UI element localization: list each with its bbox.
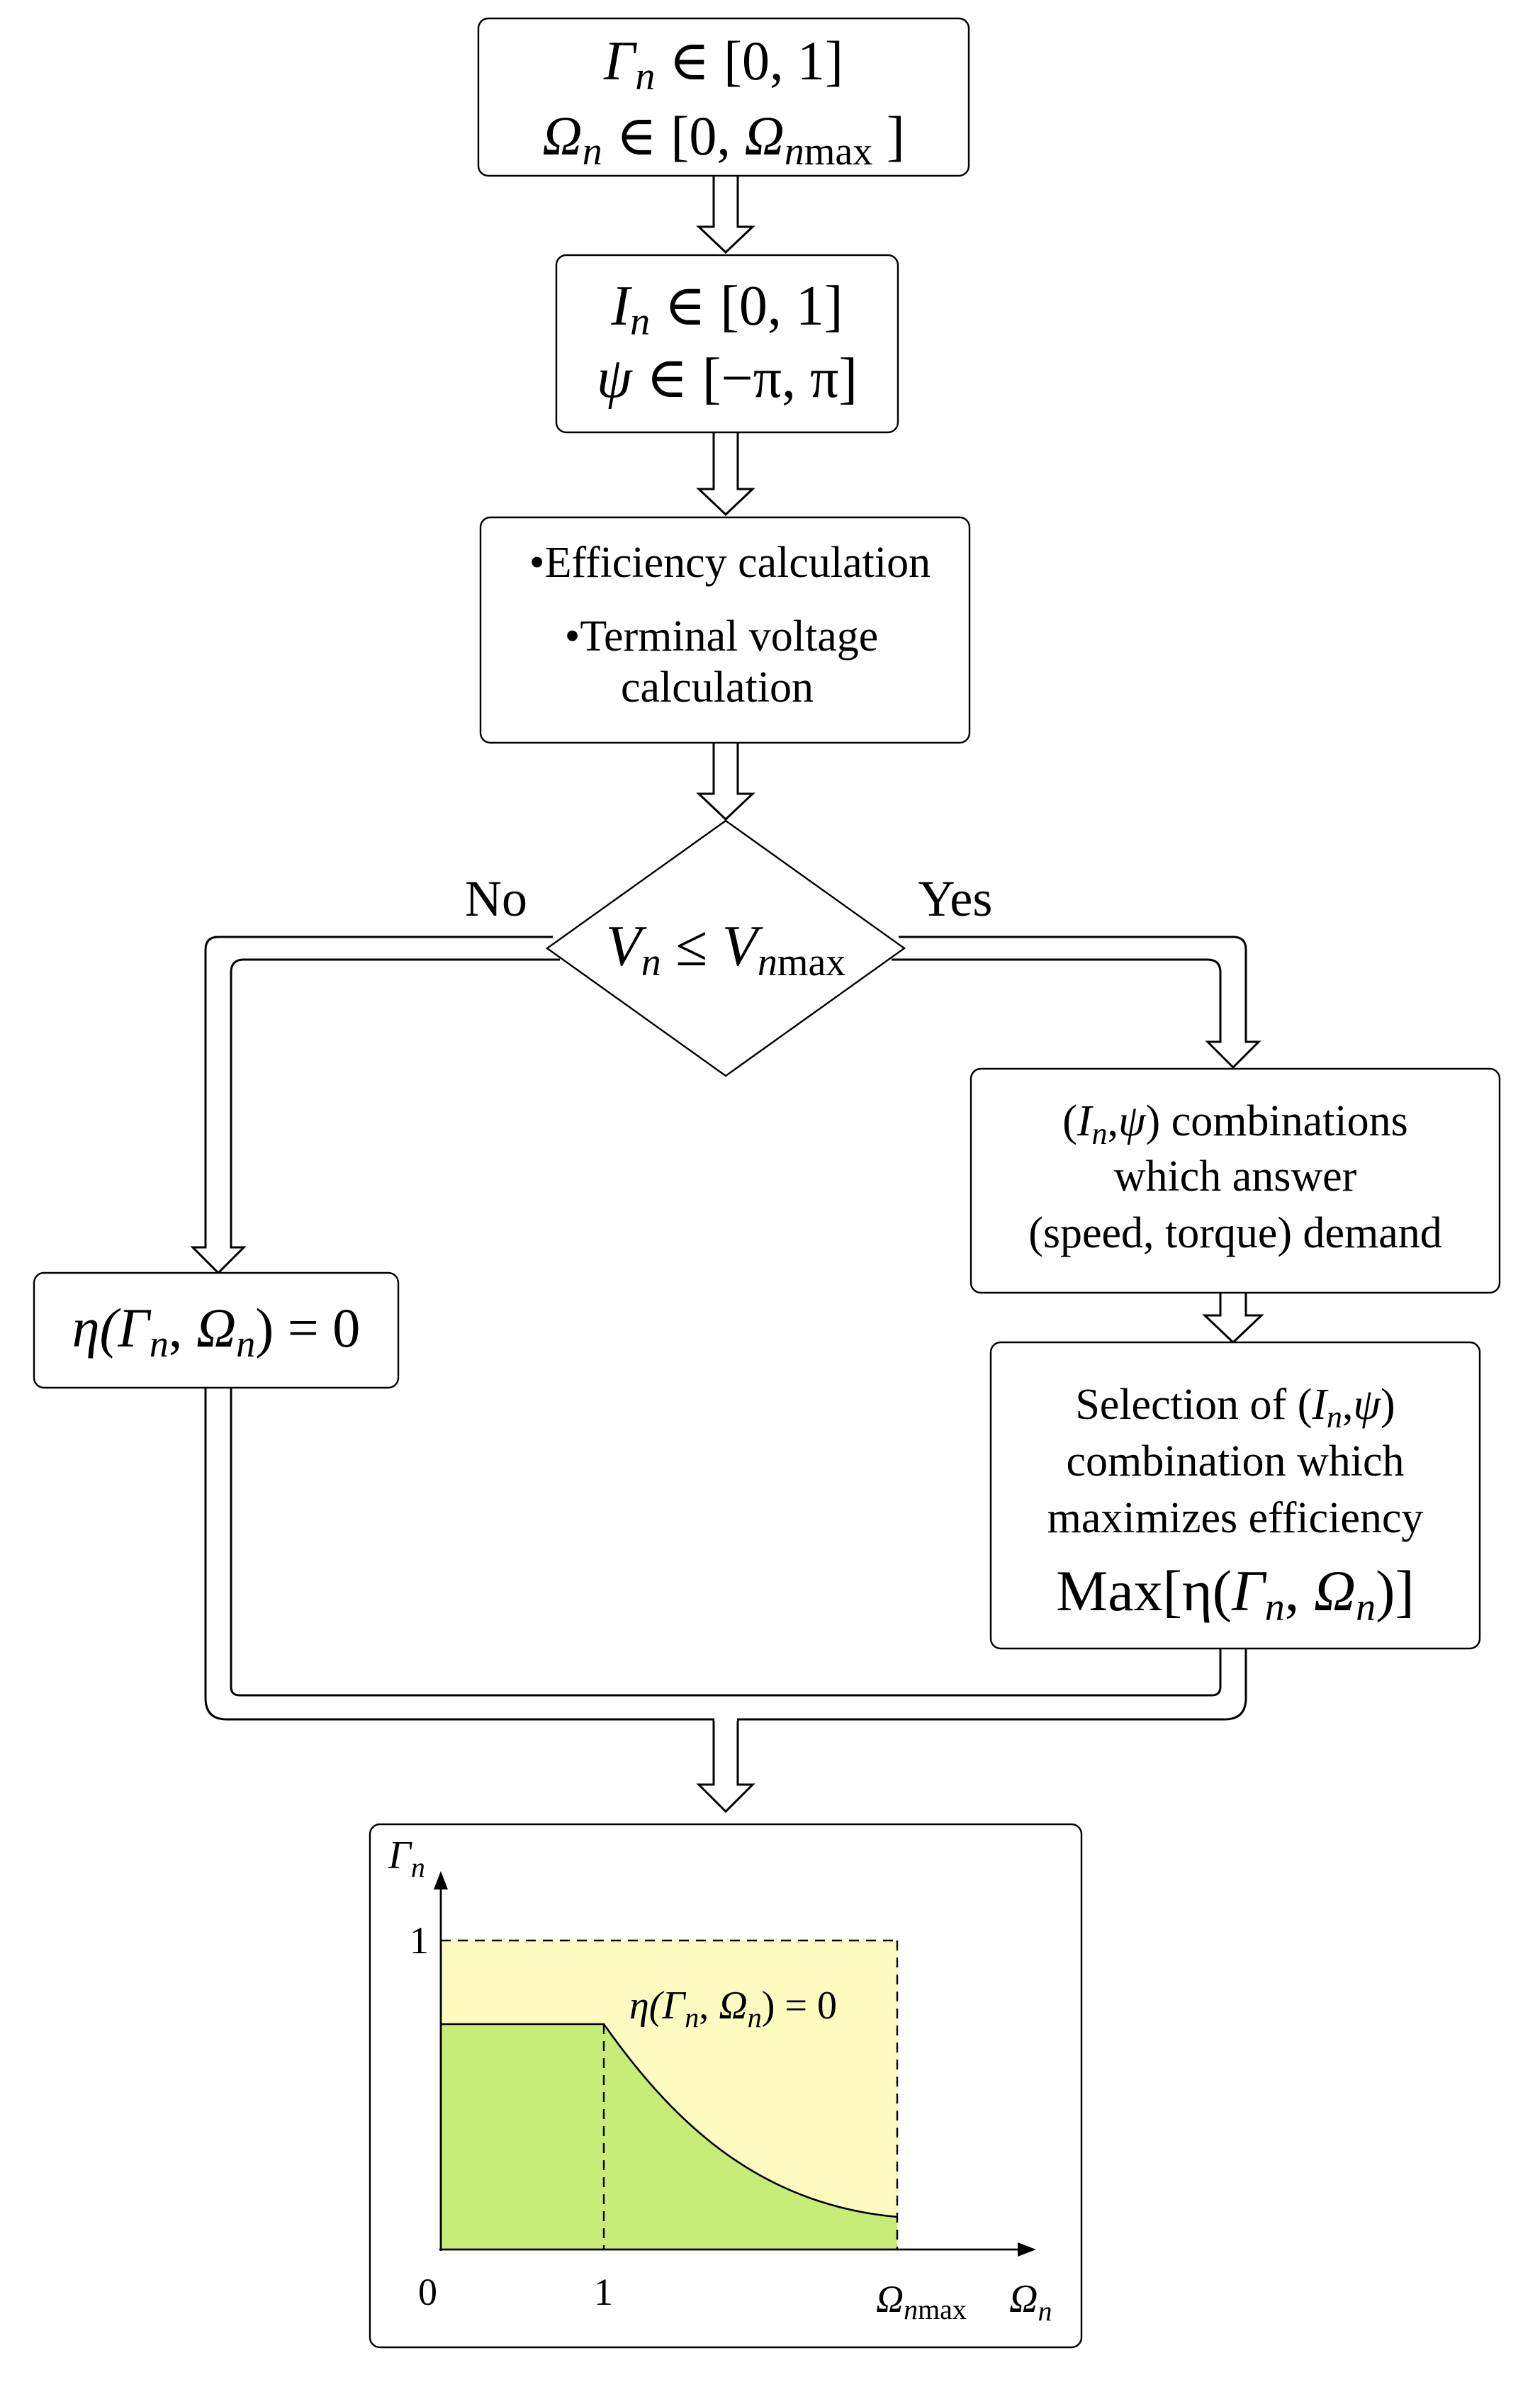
- feasible-region: [441, 2024, 897, 2250]
- efficiency-map-plot: Γn 1 0 1 Ωnmax Ωn η(Γn, Ωn) = 0: [369, 1823, 1083, 2349]
- x-tick-max: Ωnmax: [876, 2278, 967, 2325]
- range-line-torque: Γn ∈ [0, 1]: [603, 30, 843, 99]
- connector-merge: [204, 1388, 1247, 1814]
- y-tick-1: 1: [410, 1919, 429, 1962]
- zero-efficiency-box: η(Γn, Ωn) = 0: [33, 1271, 400, 1389]
- range-box-torque-speed: Γn ∈ [0, 1] Ωn ∈ [0, Ωnmax ]: [477, 17, 970, 177]
- connector-yes-branch: [892, 936, 1261, 1069]
- zero-efficiency-annotation: η(Γn, Ωn) = 0: [629, 1984, 837, 2033]
- connector-box2-box3: [696, 432, 755, 517]
- range-line-current: In ∈ [0, 1]: [610, 275, 843, 344]
- range-line-angle: ψ ∈ [−π, π]: [597, 347, 858, 410]
- y-axis-label: Γn: [388, 1833, 425, 1883]
- combinations-line1: (In,ψ) combinations: [1062, 1097, 1408, 1151]
- connector-comb-select: [1202, 1293, 1264, 1344]
- connector-box1-box2: [696, 176, 755, 254]
- branch-label-no: No: [465, 870, 527, 927]
- x-tick-1: 1: [594, 2271, 613, 2313]
- calc-item-voltage-cont: calculation: [621, 663, 814, 712]
- origin-label: 0: [418, 2271, 437, 2313]
- calc-item-efficiency: •Efficiency calculation: [529, 539, 931, 587]
- torque-speed-envelope: [441, 2023, 898, 2218]
- voltage-decision: Vn ≤ Vnmax: [545, 819, 906, 1077]
- combinations-line3: (speed, torque) demand: [1028, 1209, 1442, 1257]
- x-axis-arrow: [1018, 2242, 1036, 2257]
- range-line-speed: Ωn ∈ [0, Ωnmax ]: [542, 105, 904, 174]
- connector-no-branch: [190, 936, 560, 1275]
- selection-box: Selection of (In,ψ) combination which ma…: [989, 1341, 1481, 1650]
- range-box-current-angle: In ∈ [0, 1] ψ ∈ [−π, π]: [555, 254, 899, 434]
- y-axis-arrow: [434, 1871, 448, 1889]
- zero-efficiency-text: η(Γn, Ωn) = 0: [72, 1297, 360, 1365]
- selection-line1: Selection of (In,ψ): [1075, 1381, 1395, 1434]
- x-axis-label: Ωn: [1009, 2277, 1052, 2327]
- decision-condition: Vn ≤ Vnmax: [606, 914, 846, 984]
- selection-max-formula: Max[η(Γn, Ωn)]: [1056, 1558, 1414, 1629]
- combinations-line2: which answer: [1114, 1152, 1357, 1201]
- combinations-box: (In,ψ) combinations which answer (speed,…: [969, 1067, 1501, 1294]
- selection-line3: maximizes efficiency: [1047, 1494, 1424, 1542]
- calc-item-voltage: •Terminal voltage: [565, 612, 879, 661]
- selection-line2: combination which: [1067, 1437, 1405, 1485]
- connector-box3-decision: [696, 743, 755, 821]
- branch-label-yes: Yes: [918, 870, 993, 927]
- calculation-box: •Efficiency calculation •Terminal voltag…: [479, 516, 971, 744]
